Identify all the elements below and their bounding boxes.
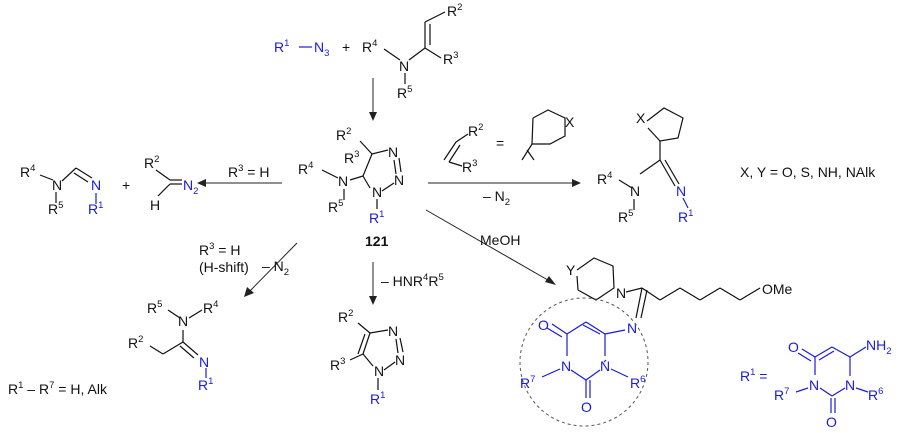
svg-text:R5: R5 xyxy=(397,84,412,101)
svg-text:N3: N3 xyxy=(314,39,329,59)
svg-text:– HNR4R5: – HNR4R5 xyxy=(381,272,444,289)
svg-text:(H-shift): (H-shift) xyxy=(199,259,249,275)
arrow-meoh xyxy=(425,209,554,284)
meoh-label: MeOH xyxy=(480,232,520,248)
svg-text:N: N xyxy=(199,354,209,370)
svg-text:=: = xyxy=(496,135,504,151)
svg-text:R2: R2 xyxy=(338,308,353,325)
svg-text:N: N xyxy=(338,173,348,189)
r1-r7-definition: R1 – R7 = H, Alk xyxy=(8,380,108,397)
svg-text:– N2: – N2 xyxy=(262,258,289,278)
svg-text:N: N xyxy=(388,144,398,160)
svg-text:R3: R3 xyxy=(344,149,359,166)
compound-number: 121 xyxy=(365,233,389,249)
svg-text:R4: R4 xyxy=(597,170,612,187)
svg-text:R7: R7 xyxy=(520,374,535,391)
svg-text:R2: R2 xyxy=(336,126,351,143)
ome-label: OMe xyxy=(762,281,793,297)
enamine-reactant: R4 N R5 R2 R3 xyxy=(362,2,462,101)
triazole-product: R2 N N N R3 R1 xyxy=(330,308,405,407)
svg-text:X: X xyxy=(636,110,646,126)
svg-text:R1 =: R1 = xyxy=(740,367,768,384)
svg-text:R1: R1 xyxy=(198,376,213,393)
svg-text:R1: R1 xyxy=(88,200,103,217)
svg-text:R3 = H: R3 = H xyxy=(228,163,270,180)
svg-text:N: N xyxy=(676,183,686,199)
svg-text:N2: N2 xyxy=(183,177,198,197)
svg-text:R1: R1 xyxy=(678,208,693,225)
r1-definition-structure: R1 = NH2 O N N O R7 R6 xyxy=(740,337,892,430)
svg-text:R3: R3 xyxy=(330,356,345,373)
svg-text:N: N xyxy=(372,184,382,200)
svg-text:R1: R1 xyxy=(370,390,385,407)
svg-text:R7: R7 xyxy=(774,386,789,403)
svg-text:R4: R4 xyxy=(20,163,35,180)
svg-text:O: O xyxy=(581,399,592,415)
svg-text:R3: R3 xyxy=(443,50,458,67)
svg-text:R2: R2 xyxy=(468,122,483,139)
plus-sign: + xyxy=(342,39,350,55)
product-meoh: Y N OMe N O N N O R7 R6 xyxy=(519,257,793,427)
compound-121: R2 R3 N N N N R4 R5 R1 121 xyxy=(298,126,404,249)
svg-text:NH2: NH2 xyxy=(866,337,892,357)
alkene-reagent: R2 R3 = X xyxy=(443,109,575,175)
svg-text:R1: R1 xyxy=(369,209,384,226)
svg-text:N: N xyxy=(561,358,571,374)
svg-text:N: N xyxy=(600,358,610,374)
azide-reactant: R1 N3 xyxy=(274,38,329,59)
svg-text:O: O xyxy=(788,339,799,355)
diazo-product: R2 N2 H xyxy=(144,154,198,213)
svg-text:N: N xyxy=(627,320,637,336)
svg-text:R5: R5 xyxy=(147,299,162,316)
svg-text:O: O xyxy=(826,414,837,430)
svg-text:R1: R1 xyxy=(274,38,289,55)
svg-text:N: N xyxy=(394,172,404,188)
svg-text:N: N xyxy=(52,177,62,193)
svg-text:Y: Y xyxy=(566,262,576,278)
svg-text:N: N xyxy=(616,285,626,301)
svg-text:N: N xyxy=(178,313,188,329)
svg-text:N: N xyxy=(809,377,819,393)
arrow-hshift xyxy=(245,242,298,296)
svg-text:X: X xyxy=(565,114,575,130)
svg-text:N: N xyxy=(91,177,101,193)
svg-text:N: N xyxy=(395,352,405,368)
product-amidine-right: X R4 N R5 N R1 xyxy=(597,107,693,225)
product-amidine-left: R4 N N R5 R1 xyxy=(20,163,103,217)
svg-text:R5: R5 xyxy=(618,208,633,225)
svg-text:R3 = H: R3 = H xyxy=(199,241,241,258)
svg-text:N: N xyxy=(374,363,384,379)
svg-text:R2: R2 xyxy=(128,334,143,351)
plus-sign-left: + xyxy=(122,177,130,193)
svg-text:R5: R5 xyxy=(48,200,63,217)
svg-text:R2: R2 xyxy=(144,154,159,171)
svg-text:O: O xyxy=(538,317,549,333)
svg-text:R2: R2 xyxy=(447,2,462,19)
svg-text:N: N xyxy=(399,58,409,74)
svg-text:N: N xyxy=(845,377,855,393)
svg-text:N: N xyxy=(630,183,640,199)
svg-text:N: N xyxy=(388,323,398,339)
svg-text:R4: R4 xyxy=(203,299,218,316)
svg-text:R6: R6 xyxy=(868,386,883,403)
svg-text:R5: R5 xyxy=(328,198,343,215)
svg-text:– N2: – N2 xyxy=(483,188,510,208)
svg-text:R6: R6 xyxy=(630,374,645,391)
product-amidine-lower: R5 N R4 R2 N R1 xyxy=(128,299,218,393)
svg-text:H: H xyxy=(150,197,160,213)
dashed-highlight-circle xyxy=(519,297,649,427)
svg-text:R4: R4 xyxy=(362,38,377,55)
xy-options: X, Y = O, S, NH, NAlk xyxy=(740,164,876,180)
svg-text:R3: R3 xyxy=(462,158,477,175)
svg-text:R4: R4 xyxy=(298,160,313,177)
